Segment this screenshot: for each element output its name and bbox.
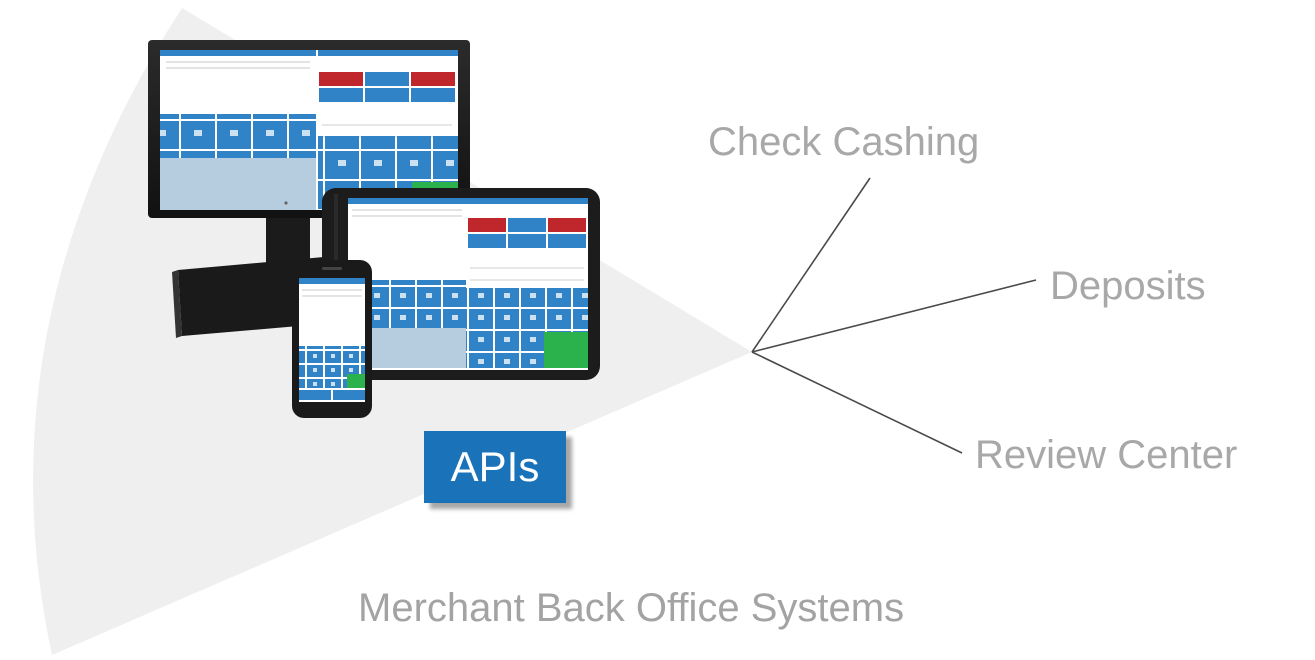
apis-badge: APIs [424, 431, 566, 503]
branch-line-review-center [751, 351, 963, 454]
label-review-center: Review Center [975, 433, 1238, 477]
branch-line-deposits [751, 279, 1037, 353]
branch-line-check-cashing [751, 177, 871, 353]
label-check-cashing: Check Cashing [708, 120, 980, 164]
label-deposits: Deposits [1050, 264, 1206, 308]
label-merchant-back-office: Merchant Back Office Systems [358, 586, 905, 630]
smartphone-illustration [292, 260, 372, 418]
tablet-illustration [322, 188, 600, 380]
